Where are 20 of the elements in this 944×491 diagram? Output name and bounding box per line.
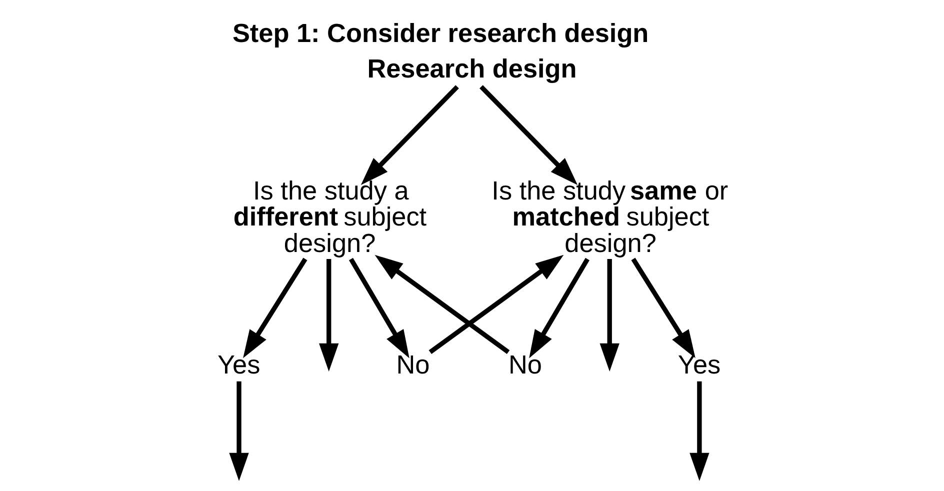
node-text: No <box>508 349 542 380</box>
arrow <box>318 259 338 372</box>
arrow <box>428 254 564 354</box>
diagram-title: Step 1: Consider research design <box>232 18 648 48</box>
node-text: No <box>396 349 430 380</box>
arrow <box>228 381 248 481</box>
arrow <box>348 258 409 358</box>
node-text: Yes <box>216 349 260 380</box>
arrow <box>360 85 458 186</box>
node-text: Is the study same or matched subject design? <box>491 175 728 258</box>
node-text: Research design <box>366 54 576 84</box>
arrow <box>528 258 589 358</box>
arrow <box>242 258 307 358</box>
arrow <box>479 85 578 186</box>
arrow <box>374 254 510 354</box>
arrow <box>599 259 619 372</box>
node-text: Yes <box>677 349 720 380</box>
node-text: Is the study a different subject design? <box>232 175 426 258</box>
arrow <box>689 381 709 481</box>
arrow <box>630 258 695 358</box>
